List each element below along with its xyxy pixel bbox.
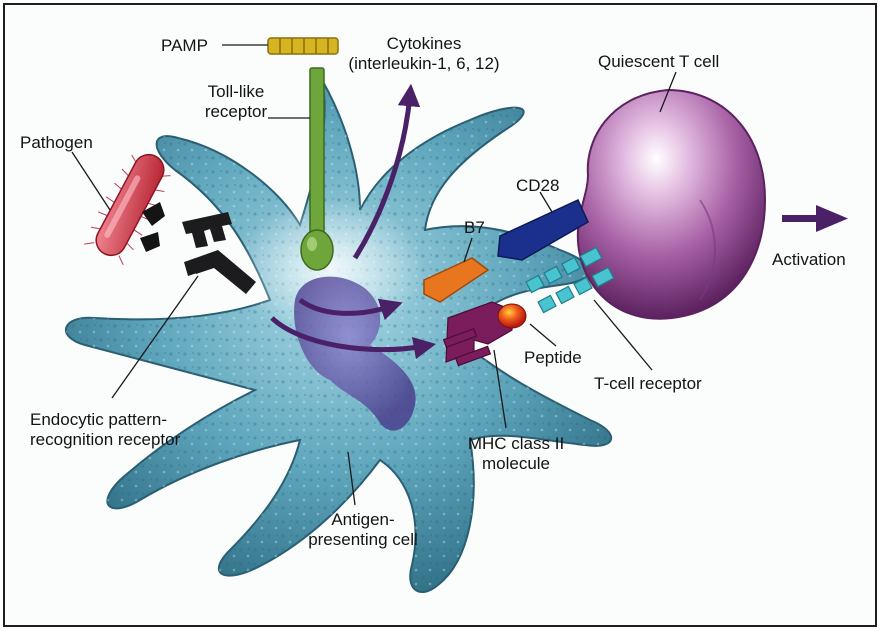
- leader-pathogen: [71, 151, 111, 211]
- label-toll-line1: Toll-like: [207, 82, 265, 101]
- arrow-to-b7: [298, 297, 403, 321]
- label-activation: Activation: [772, 250, 846, 269]
- label-pamp: PAMP: [161, 36, 208, 55]
- label-cytokines: Cytokines (interleukin-1, 6, 12): [338, 34, 510, 74]
- endocytic-receptor: [182, 212, 256, 294]
- label-antigen-presenting-cell: Antigen- presenting cell: [296, 510, 430, 550]
- nucleus: [294, 276, 416, 431]
- leader-peptide: [529, 323, 557, 347]
- leader-b7: [463, 237, 473, 263]
- quiescent-t-cell: [576, 88, 767, 320]
- label-mhc-line1: MHC class II: [467, 434, 565, 453]
- leader-tcr: [593, 299, 653, 371]
- label-cytokines-line2: (interleukin-1, 6, 12): [348, 54, 500, 73]
- label-mhc-class-ii: MHC class II molecule: [458, 434, 574, 474]
- label-cd28: CD28: [516, 176, 560, 195]
- leader-quiescent: [659, 71, 677, 113]
- label-peptide: Peptide: [524, 348, 582, 367]
- label-endocytic-line1: Endocytic pattern-: [30, 410, 168, 429]
- label-mhc-line2: molecule: [481, 454, 551, 473]
- cd28-receptor: [497, 199, 589, 261]
- internal-arrows: [270, 83, 437, 360]
- label-pathogen: Pathogen: [20, 133, 93, 152]
- arrow-to-mhc: [270, 316, 437, 360]
- pathogen-pamp-marker: [142, 202, 165, 226]
- leader-apc: [347, 451, 356, 506]
- label-endocytic-line2: recognition receptor: [30, 430, 181, 449]
- label-toll-like-receptor: Toll-like receptor: [196, 82, 276, 122]
- toll-like-receptor: [300, 67, 334, 271]
- t-cell-receptor: [525, 246, 615, 314]
- activation-arrow: [782, 205, 848, 232]
- label-endocytic-receptor: Endocytic pattern- recognition receptor: [30, 410, 180, 450]
- label-apc-line2: presenting cell: [308, 530, 418, 549]
- leader-lines: [71, 44, 677, 506]
- leader-mhc: [493, 349, 507, 429]
- pamp-molecule: [267, 37, 339, 55]
- cytokine-arrow: [352, 83, 421, 260]
- pathogen: [84, 153, 171, 265]
- leader-endocytic: [111, 275, 199, 399]
- leader-cd28: [539, 191, 553, 213]
- peptide: [497, 303, 527, 329]
- label-b7: B7: [464, 218, 485, 237]
- label-apc-line1: Antigen-: [331, 510, 395, 529]
- mhc-class-ii-molecule: [442, 301, 513, 367]
- label-toll-line2: receptor: [204, 102, 268, 121]
- label-cytokines-line1: Cytokines: [386, 34, 462, 53]
- label-quiescent-t-cell: Quiescent T cell: [598, 52, 720, 71]
- label-t-cell-receptor: T-cell receptor: [594, 374, 702, 393]
